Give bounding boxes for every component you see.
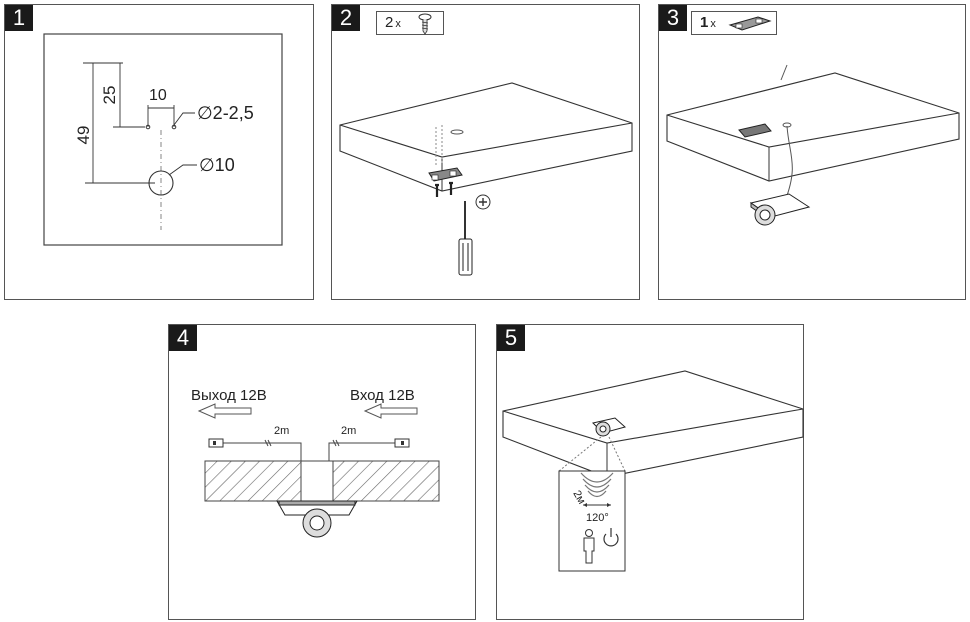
clip-count-suffix: x (710, 18, 716, 30)
input-connector-icon (394, 438, 410, 448)
screw-count: 2 (385, 14, 394, 31)
detection-range-diagram: 2м 120° (502, 370, 804, 572)
input-arrow-icon (363, 403, 418, 419)
hole-large-label: ∅10 (199, 155, 235, 175)
step-5-badge: 5 (497, 325, 525, 351)
angle-label: 120° (586, 512, 609, 524)
motion-sensor-icon (592, 417, 627, 437)
hole-small-label: ∅2-2,5 (197, 103, 254, 123)
sensor-clip-diagram (666, 64, 960, 226)
power-icon (603, 528, 619, 547)
input-label: Вход 12В (350, 387, 415, 404)
step-1-panel: 1 49 25 10 ∅2-2,5 ∅10 (4, 4, 314, 300)
drilling-template-diagram: 49 25 10 ∅2-2,5 ∅10 (43, 33, 283, 246)
output-arrow-icon (197, 403, 252, 419)
shelf-mounting-diagram (339, 82, 633, 276)
person-icon (583, 529, 595, 564)
step-1-badge: 1 (5, 5, 33, 31)
step-5-panel: 5 2м 120° (496, 324, 804, 620)
mounting-clip-icon (428, 167, 463, 182)
motion-sensor-icon (749, 193, 811, 226)
cable-left-label: 2m (274, 425, 289, 437)
output-label: Выход 12В (191, 387, 267, 404)
output-connector-icon (208, 438, 224, 448)
screw-icon (418, 13, 432, 35)
clip-count: 1 (700, 14, 709, 31)
dim-49-label: 49 (74, 126, 93, 145)
wiring-diagram: Выход 12В Вход 12В 2m 2m (191, 387, 440, 538)
phillips-screwdriver-icon (458, 201, 473, 276)
dim-10-label: 10 (149, 87, 167, 104)
step-3-badge: 3 (659, 5, 687, 31)
mounting-clip-icon (728, 16, 772, 31)
step-4-badge: 4 (169, 325, 197, 351)
motion-sensor-icon (276, 500, 358, 538)
step-4-panel: 4 Выход 12В Вход 12В 2m 2m (168, 324, 476, 620)
step-2-badge: 2 (332, 5, 360, 31)
detection-wave-icon (580, 472, 614, 498)
screw-count-suffix: x (395, 18, 401, 30)
range-label: 2м (570, 489, 587, 507)
phillips-head-icon (475, 194, 491, 210)
cable-right-label: 2m (341, 425, 356, 437)
dim-25-label: 25 (100, 86, 119, 105)
screw-icon (435, 181, 453, 197)
